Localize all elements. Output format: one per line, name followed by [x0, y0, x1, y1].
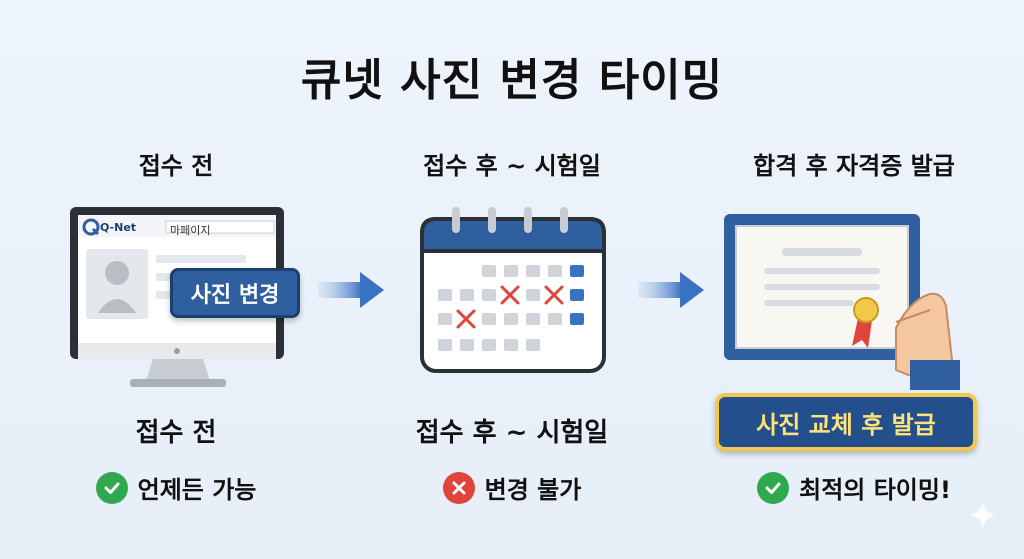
arrow-right-icon — [318, 272, 384, 308]
monitor-illustration — [70, 207, 284, 387]
status-after: 최적의 타이밍! — [684, 470, 1024, 505]
calendar-illustration — [420, 207, 606, 373]
status-text: 변경 불가 — [484, 476, 582, 504]
sparkle-icon — [970, 502, 996, 528]
column-subheading-before: 접수 전 — [135, 418, 217, 448]
status-during: 변경 불가 — [342, 470, 682, 505]
mypage-label: 마페이지 — [170, 224, 211, 237]
change-photo-button[interactable]: 사진 변경 — [170, 268, 300, 318]
status-text: 최적의 타이밍! — [799, 476, 951, 504]
qnet-logo-text: Q-Net — [100, 221, 137, 234]
arrow-right-icon — [638, 272, 704, 308]
column-heading-before: 접수 전 — [138, 152, 214, 180]
status-text: 언제든 가능 — [137, 476, 257, 504]
certificate-illustration — [724, 214, 960, 390]
x-circle-icon — [442, 471, 475, 504]
column-heading-during: 접수 후 ~ 시험일 — [423, 152, 601, 180]
page-title: 큐넷 사진 변경 타이밍 — [300, 55, 724, 106]
column-heading-after: 합격 후 자격증 발급 — [753, 152, 955, 180]
qnet-logo-icon — [82, 218, 100, 236]
column-subheading-during: 접수 후 ~ 시험일 — [415, 418, 609, 448]
check-circle-icon — [95, 471, 128, 504]
status-before: 언제든 가능 — [6, 470, 346, 505]
issue-after-photo-change-banner: 사진 교체 후 발급 — [715, 393, 977, 451]
check-circle-icon — [757, 471, 790, 504]
